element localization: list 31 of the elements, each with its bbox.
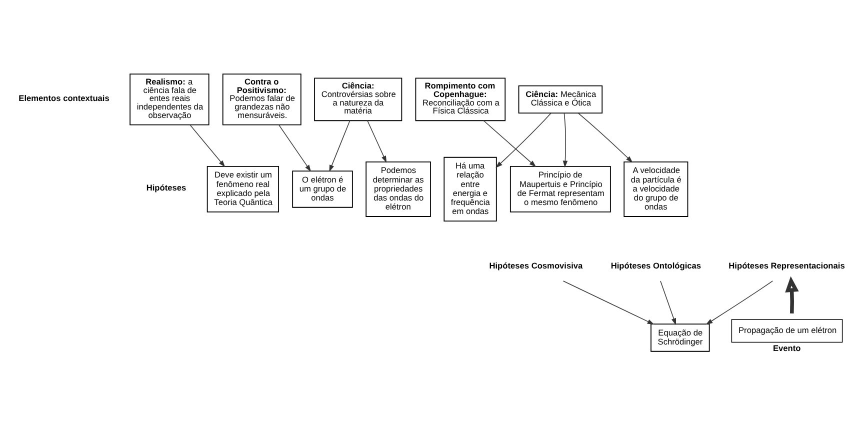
arrow	[785, 276, 799, 314]
arrow	[496, 112, 552, 168]
node-box: Equação de Schrödinger	[650, 323, 710, 352]
node-box: Rompimento com Copenhague: Reconciliação com a Física Clássica	[415, 77, 506, 121]
arrow	[562, 280, 654, 324]
arrow	[278, 124, 312, 172]
node-box: Há uma relação entre energia e frequência em ondas	[444, 156, 497, 221]
node-box: A velocidade da partícula é a velocidade do grupo de ondas	[624, 160, 688, 216]
node-text: Hipóteses Ontológicas	[610, 260, 702, 270]
node-box: Deve existir um fenômeno real explicado pela Teoria Quântica	[206, 166, 280, 212]
node-box: Realismo: a ciência fala de entes reais independentes da observação	[130, 73, 210, 125]
arrow	[329, 120, 350, 172]
arrow	[367, 120, 387, 162]
node-text: Hipóteses Cosmovisiva	[489, 260, 583, 270]
arrow	[578, 112, 633, 162]
arrow	[660, 280, 676, 325]
node-text: Hipóteses Representacionais	[728, 260, 845, 270]
arrow	[483, 120, 536, 166]
label: Hipóteses	[146, 182, 186, 192]
node-label: Evento	[772, 342, 801, 353]
node-box: Podemos determinar as propriedades das ondas do elétron	[366, 160, 431, 216]
node-box: Ciência: Controvérsias sobre a natureza da matéria	[314, 77, 402, 121]
node-box: O elétron é um grupo de ondas	[292, 170, 353, 208]
arrow	[562, 112, 568, 168]
node-box: Princípio de Maupertuis e Princípio de Fermat representam o mesmo fenômeno	[510, 166, 611, 212]
node-box: Ciência: Mecânica Clássica e Ótica	[518, 84, 603, 113]
arrow	[190, 124, 226, 167]
node-box: Contra o Positivismo: Podemos falar de grandezas não mensuráveis.	[222, 73, 302, 125]
label: Elementos contextuais	[18, 92, 110, 102]
node-box: Propagação de um elétron	[731, 318, 843, 342]
arrow	[706, 280, 774, 324]
